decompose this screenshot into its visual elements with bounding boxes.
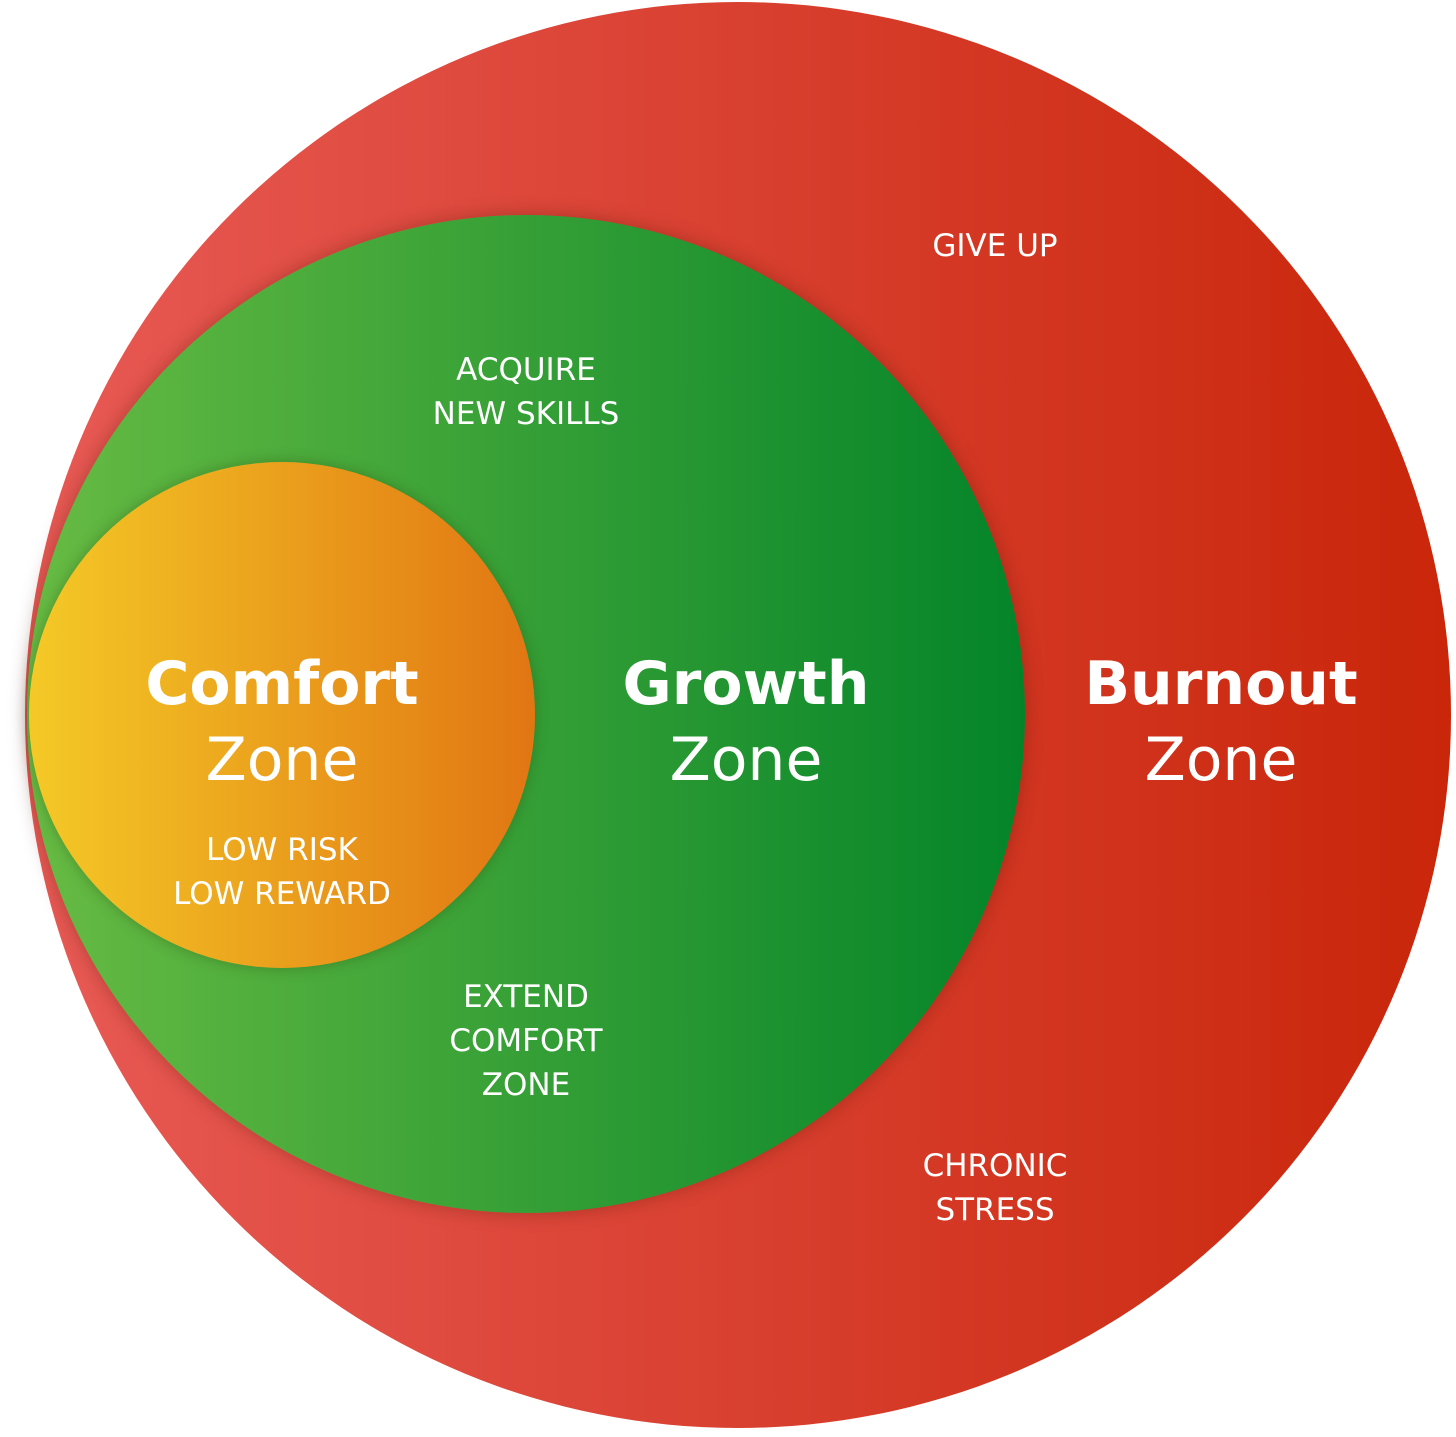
burnout-note-line: GIVE UP bbox=[932, 228, 1058, 264]
growth-note-extend-comfort-zone: EXTEND COMFORT ZONE bbox=[366, 975, 686, 1107]
comfort-zone-title: Comfort Zone bbox=[72, 654, 492, 790]
growth-note-line: ZONE bbox=[481, 1067, 571, 1103]
comfort-zone-circle bbox=[29, 462, 535, 968]
growth-zone-name: Growth bbox=[622, 649, 870, 719]
comfort-note-low-risk-reward: LOW RISK LOW REWARD bbox=[122, 828, 442, 916]
comfort-zone-name: Comfort bbox=[145, 649, 419, 719]
growth-note-line: COMFORT bbox=[449, 1023, 603, 1059]
growth-note-acquire-skills: ACQUIRE NEW SKILLS bbox=[366, 348, 686, 436]
burnout-zone-suffix: Zone bbox=[1144, 725, 1298, 795]
comfort-note-line: LOW REWARD bbox=[173, 876, 391, 912]
burnout-zone-title: Burnout Zone bbox=[1011, 654, 1431, 790]
burnout-note-chronic-stress: CHRONIC STRESS bbox=[835, 1144, 1155, 1232]
growth-note-line: EXTEND bbox=[463, 979, 589, 1015]
growth-zone-title: Growth Zone bbox=[536, 654, 956, 790]
burnout-zone-name: Burnout bbox=[1084, 649, 1358, 719]
growth-note-line: NEW SKILLS bbox=[432, 396, 620, 432]
growth-zone-suffix: Zone bbox=[669, 725, 823, 795]
growth-note-line: ACQUIRE bbox=[456, 352, 596, 388]
comfort-zone-suffix: Zone bbox=[205, 725, 359, 795]
burnout-note-give-up: GIVE UP bbox=[835, 224, 1155, 268]
burnout-note-line: CHRONIC bbox=[922, 1148, 1068, 1184]
comfort-note-line: LOW RISK bbox=[206, 832, 358, 868]
burnout-note-line: STRESS bbox=[935, 1192, 1055, 1228]
